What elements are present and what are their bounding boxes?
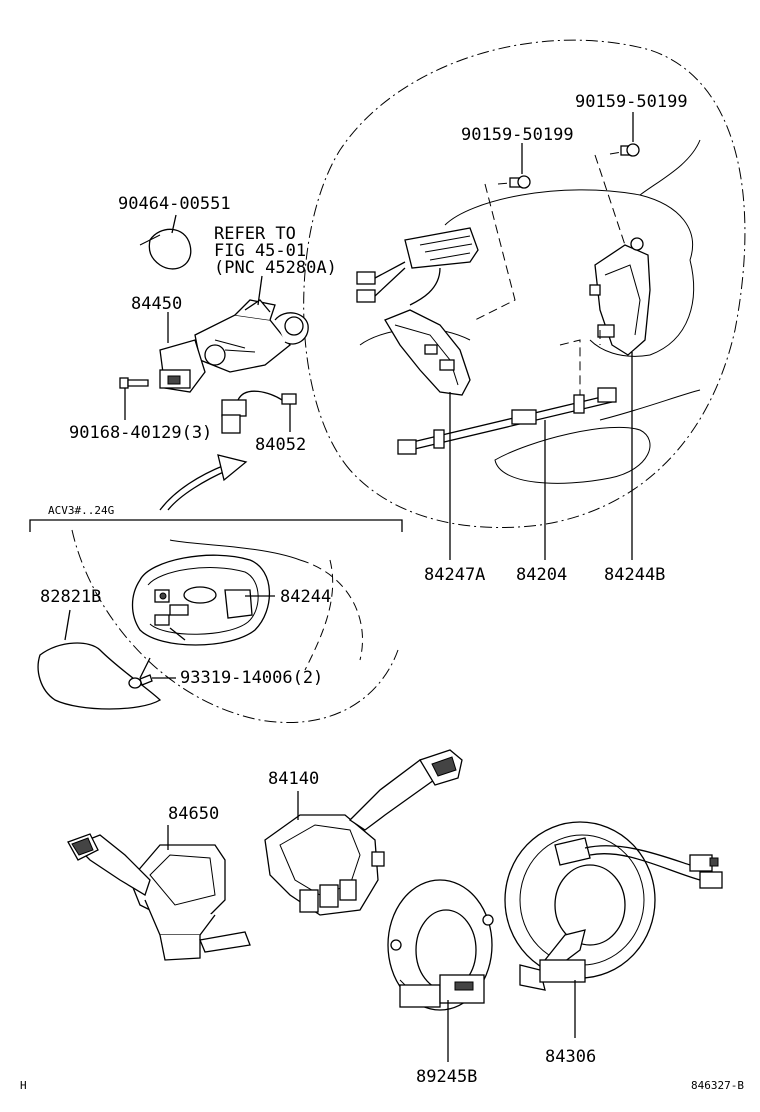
bolt-90168 [119,377,149,389]
variant-label: ACV3#..24G [48,504,114,517]
arrow-icon [159,454,248,511]
callout-84244b: 84244B [604,565,665,585]
switch-84244b [589,237,651,356]
callout-89245b: 89245B [416,1067,477,1087]
callout-84306: 84306 [545,1047,596,1067]
callout-82821b: 82821B [40,587,101,607]
callout-84052: 84052 [255,435,306,455]
callout-84204: 84204 [516,565,567,585]
leader-refer [257,275,263,306]
spiral-cable-84306 [504,821,723,991]
refer-line-3: (PNC 45280A) [214,258,337,278]
callout-84247a: 84247A [424,565,485,585]
switch-84244 [131,554,271,646]
switch-84052 [221,390,297,434]
callout-84450: 84450 [131,294,182,314]
callout-90168-40129: 90168-40129(3) [69,423,212,443]
cover-82821b [37,642,162,710]
screw-90159-b [609,143,640,157]
footer-diagram-code: 846327-B [691,1079,744,1092]
callout-90464-00551: 90464-00551 [118,194,231,214]
callout-84244: 84244 [280,587,331,607]
callout-93319-14006: 93319-14006(2) [180,668,323,688]
wire-harness-84204 [397,387,617,455]
leader-82821b [64,609,71,641]
screw-90159-a [497,175,531,189]
leader-dash-b [594,154,626,246]
refer-line-1: REFER TO [214,224,296,244]
callout-90159-50199-b: 90159-50199 [575,92,688,112]
switch-84650 [67,833,251,961]
variant-wheel-outline [71,529,399,724]
leader-93319-b [139,657,151,679]
callout-84140: 84140 [268,769,319,789]
band-clamp-90464 [139,228,192,270]
leader-dash-c [559,339,581,395]
variant-bracket [29,519,403,532]
lock-assy-84450 [159,339,206,393]
footer-left-mark: H [20,1079,27,1092]
refer-line-2: FIG 45-01 [214,241,306,261]
callout-84650: 84650 [168,804,219,824]
callout-90159-50199-a: 90159-50199 [461,125,574,145]
screw-93319 [128,674,153,689]
leader-90464 [171,214,177,234]
switch-84247a [356,227,479,396]
switch-84140 [264,749,463,916]
sensor-89245b [387,879,494,1011]
steering-column-assy [194,299,309,373]
leader-dash-a [474,183,516,321]
